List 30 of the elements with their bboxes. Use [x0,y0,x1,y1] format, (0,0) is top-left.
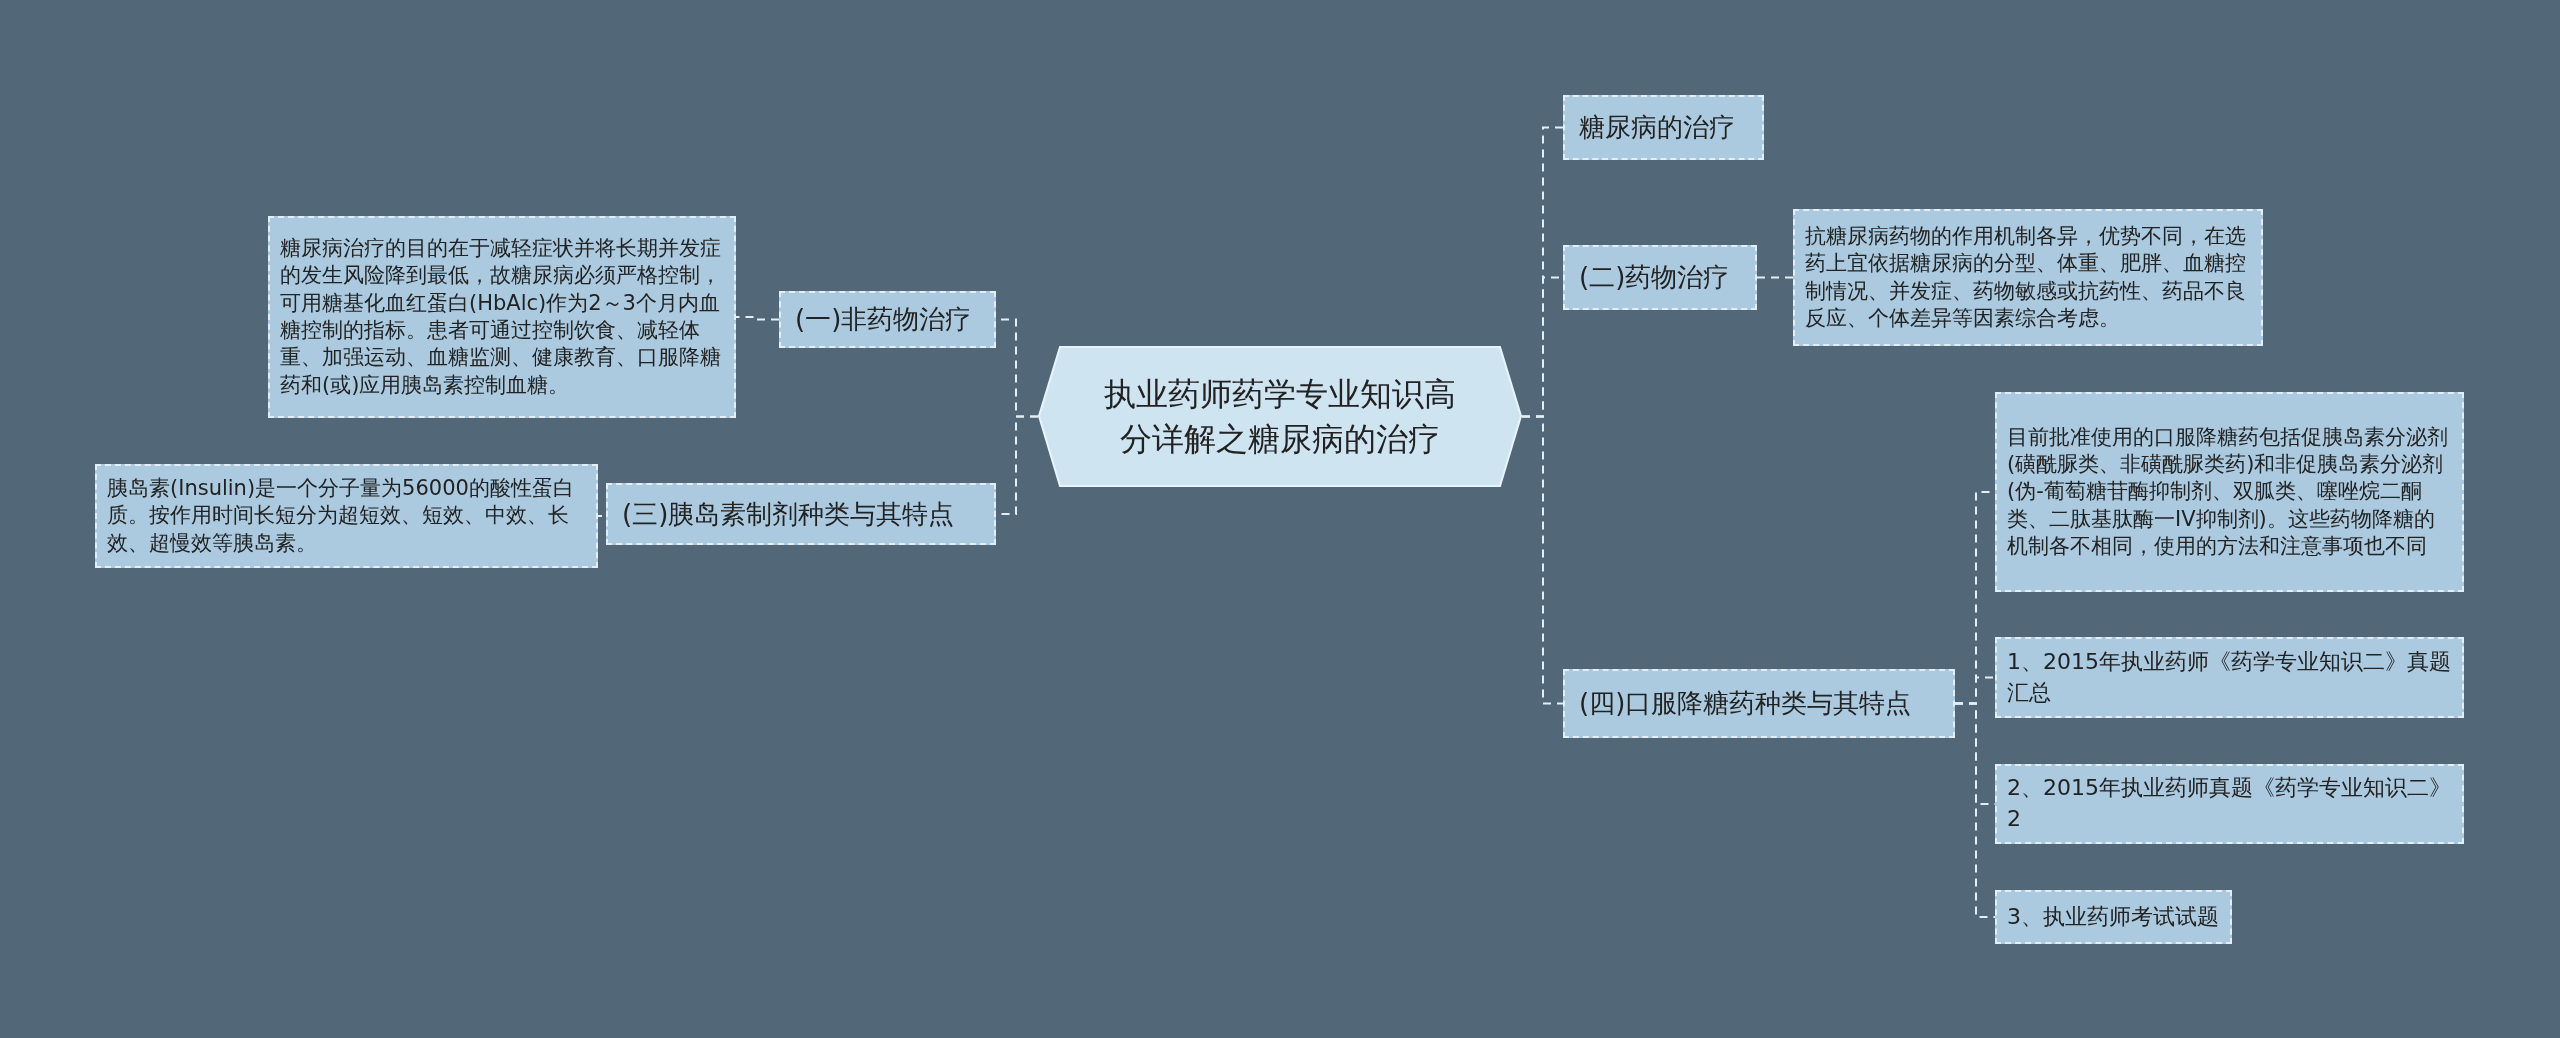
topic-box [1563,95,1764,160]
note-text: 1、2015年执业药师《药学专业知识二》真题汇总 [2007,647,2452,707]
connector-line [1756,276,1794,279]
note-text: 糖尿病治疗的目的在于减轻症状并将长期并发症的发生风险降到最低，故糖尿病必须严格控制，可用糖基化血红蛋白(HbAlc)作为2～3个月内血糖控制的指标。患者可通过控制饮食、减轻体重、加强运动、血糖监测、健康教育、口服降糖药和(或)应用胰岛素控制血糖。 [280,235,722,399]
note-box [1793,209,2263,346]
note-text: 胰岛素(Insulin)是一个分子量为56000的酸性蛋白质。按作用时间长短分为超短效、短效、中效、长效、超慢效等胰岛素。 [107,475,575,557]
connector-line [1521,415,1564,705]
note-box [95,464,598,568]
note-box [268,216,736,418]
note-box [1995,392,2464,592]
topic-text: 糖尿病的治疗 [1579,111,1735,144]
note-box [1995,637,2464,718]
topic-box [606,483,996,545]
connector-line [735,316,780,321]
topic-text: (三)胰岛素制剂种类与其特点 [622,497,955,531]
note-text: 抗糖尿病药物的作用机制各异，优势不同，在选药上宜依据糖尿病的分型、体重、肥胖、血糖控制情况、并发症、药物敏感或抗药性、药品不良反应、个体差异等因素综合考虑。 [1805,222,2247,332]
note-box [1995,890,2232,944]
topic-text: (四)口服降糖药种类与其特点 [1579,687,1912,720]
note-text: 3、执业药师考试试题 [2007,902,2219,931]
topic-text: (一)非药物治疗 [795,303,972,336]
note-box [1995,764,2464,844]
topic-box [1563,669,1955,738]
central-topic-text: 执业药师药学专业知识高分详解之糖尿病的治疗 [1103,373,1457,460]
connector-line [1954,702,1996,918]
note-text: 2、2015年执业药师真题《药学专业知识二》2 [2007,774,2452,833]
central-topic-hexagon [1038,346,1522,487]
topic-box [779,291,996,348]
note-text: 目前批准使用的口服降糖药包括促胰岛素分泌剂(磺酰脲类、非磺酰脲类药)和非促胰岛素分泌剂(伪-葡萄糖苷酶抑制剂、双胍类、噻唑烷二酮类、二肽基肽酶一IV抑制剂)。这些药物降糖的机制各不相同，使用的方法和注意事项也不同 [2007,423,2449,560]
topic-text: (二)药物治疗 [1579,261,1730,294]
topic-box [1563,245,1757,310]
